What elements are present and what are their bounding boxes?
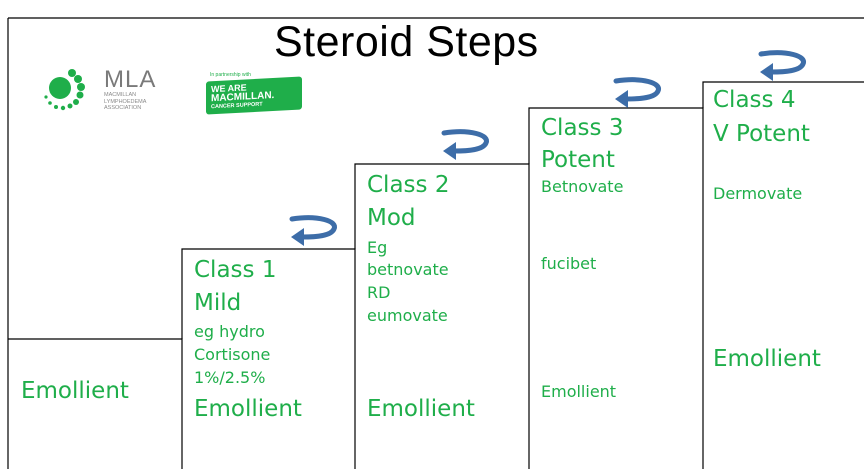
class-2-label: Class 2 — [367, 172, 450, 198]
class-1-potency: Mild — [194, 290, 242, 316]
macmillan-logo: In partnership with WE ARE MACMILLAN. CA… — [206, 72, 304, 115]
class-2-emollient-label: Emollient — [367, 396, 475, 422]
class-1-label: Class 1 — [194, 257, 277, 283]
macmillan-badge: WE ARE MACMILLAN. CANCER SUPPORT — [206, 76, 302, 115]
class-1-example: 1%/2.5% — [194, 368, 266, 387]
class-3-label: Class 3 — [541, 115, 624, 141]
class-2-example: Eg — [367, 238, 388, 257]
class-4-example: Dermovate — [713, 184, 803, 203]
loop-arrow-icon — [758, 50, 806, 81]
class-3-emollient-label: Emollient — [541, 382, 617, 401]
class-2-example: RD — [367, 283, 391, 302]
class-4-label: Class 4 — [713, 87, 796, 113]
class-2-example: betnovate — [367, 260, 449, 279]
macmillan-tagline: In partnership with — [210, 72, 251, 78]
class-4-potency: V Potent — [713, 121, 810, 147]
class-1-emollient-label: Emollient — [194, 396, 302, 422]
page-title: Steroid Steps — [274, 18, 539, 66]
mla-dots-icon — [44, 69, 85, 111]
class-2-potency: Mod — [367, 205, 416, 231]
mla-logo: MLA MACMILLAN LYMPHOEDEMA ASSOCIATION — [40, 66, 190, 118]
loop-arrow-icon — [613, 77, 661, 108]
class-3-example: fucibet — [541, 254, 597, 273]
class-4-emollient-label: Emollient — [713, 346, 821, 372]
mla-subtitle: MACMILLAN LYMPHOEDEMA ASSOCIATION — [104, 92, 147, 111]
base-emollient-label: Emollient — [21, 378, 129, 404]
class-3-example: Betnovate — [541, 177, 624, 196]
mla-name: MLA — [104, 66, 157, 93]
macmillan-line3: CANCER SUPPORT — [211, 101, 263, 111]
class-3-potency: Potent — [541, 147, 615, 173]
class-1-example: Cortisone — [194, 345, 271, 364]
loop-arrow-icon — [289, 215, 337, 246]
class-1-example: eg hydro — [194, 322, 265, 341]
class-2-example: eumovate — [367, 306, 448, 325]
loop-arrow-icon — [441, 129, 489, 160]
